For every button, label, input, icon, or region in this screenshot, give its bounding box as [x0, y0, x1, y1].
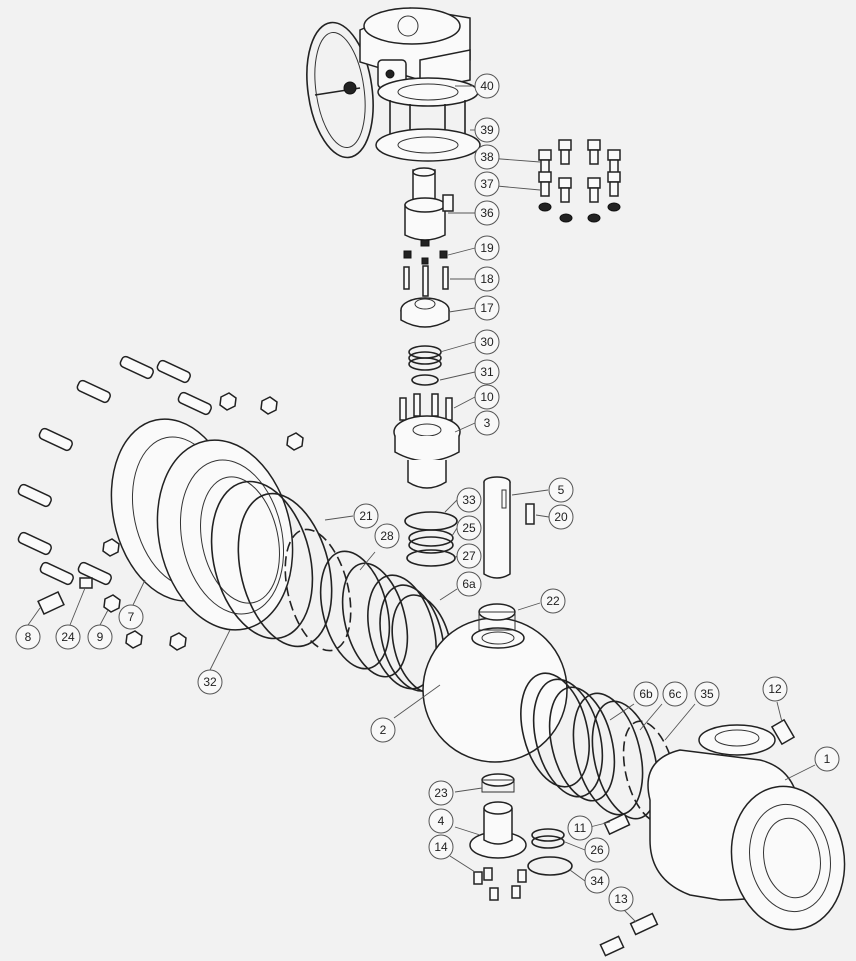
- left-studs: [17, 355, 304, 651]
- callout-11: 11: [567, 815, 593, 841]
- svg-text:24: 24: [61, 630, 75, 644]
- stem-5: [483, 476, 535, 579]
- svg-text:1: 1: [824, 752, 831, 766]
- svg-text:32: 32: [203, 675, 217, 689]
- callout-10: 10: [474, 384, 500, 410]
- callout-22: 22: [540, 588, 566, 614]
- svg-text:26: 26: [590, 843, 604, 857]
- svg-text:14: 14: [434, 840, 448, 854]
- callout-30: 30: [474, 329, 500, 355]
- callout-labels: 40 39 38 37 36 19 18 17 30 31 10 3 5 20 …: [15, 73, 840, 912]
- callout-3: 3: [474, 410, 500, 436]
- callout-40: 40: [474, 73, 500, 99]
- svg-text:37: 37: [480, 177, 494, 191]
- svg-text:13: 13: [614, 892, 628, 906]
- callout-6a: 6a: [456, 571, 482, 597]
- callout-19: 19: [474, 235, 500, 261]
- callout-25: 25: [456, 515, 482, 541]
- left-end-closure: [110, 418, 294, 631]
- svg-text:6b: 6b: [639, 687, 653, 701]
- svg-text:38: 38: [480, 150, 494, 164]
- callout-21: 21: [353, 503, 379, 529]
- svg-text:4: 4: [438, 814, 445, 828]
- callout-26: 26: [584, 837, 610, 863]
- callout-23: 23: [428, 780, 454, 806]
- callout-9: 9: [87, 624, 113, 650]
- callout-4: 4: [428, 808, 454, 834]
- bottom-trunnion: [469, 773, 573, 901]
- callout-38: 38: [474, 144, 500, 170]
- callout-8: 8: [15, 624, 41, 650]
- stem-adapter: [404, 167, 454, 247]
- valve-body-1: [603, 718, 846, 931]
- svg-text:30: 30: [480, 335, 494, 349]
- svg-text:12: 12: [768, 682, 782, 696]
- callout-31: 31: [474, 359, 500, 385]
- gland-plate: [400, 297, 450, 328]
- svg-text:3: 3: [484, 416, 491, 430]
- callout-6c: 6c: [662, 681, 688, 707]
- callout-39: 39: [474, 117, 500, 143]
- callout-18: 18: [474, 266, 500, 292]
- callout-34: 34: [584, 868, 610, 894]
- svg-text:35: 35: [700, 687, 714, 701]
- callout-20: 20: [548, 504, 574, 530]
- callout-17: 17: [474, 295, 500, 321]
- svg-text:6c: 6c: [669, 687, 682, 701]
- svg-text:2: 2: [380, 723, 387, 737]
- svg-text:36: 36: [480, 206, 494, 220]
- callout-6b: 6b: [633, 681, 659, 707]
- svg-text:6a: 6a: [462, 577, 476, 591]
- svg-text:33: 33: [462, 493, 476, 507]
- callout-1: 1: [814, 746, 840, 772]
- gear-operator: [306, 7, 471, 159]
- callout-13: 13: [608, 886, 634, 912]
- callout-33: 33: [456, 487, 482, 513]
- svg-text:21: 21: [359, 509, 373, 523]
- svg-text:18: 18: [480, 272, 494, 286]
- svg-text:17: 17: [480, 301, 494, 315]
- svg-text:31: 31: [480, 365, 494, 379]
- callout-5: 5: [548, 477, 574, 503]
- svg-text:8: 8: [25, 630, 32, 644]
- svg-text:20: 20: [554, 510, 568, 524]
- svg-text:22: 22: [546, 594, 560, 608]
- callout-12: 12: [762, 676, 788, 702]
- svg-text:40: 40: [480, 79, 494, 93]
- pins-19-18: [403, 250, 449, 297]
- svg-text:27: 27: [462, 549, 476, 563]
- callout-24: 24: [55, 624, 81, 650]
- fittings-13: [599, 912, 659, 957]
- callout-37: 37: [474, 171, 500, 197]
- callout-32: 32: [197, 669, 223, 695]
- svg-text:25: 25: [462, 521, 476, 535]
- callout-2: 2: [370, 717, 396, 743]
- callout-27: 27: [456, 543, 482, 569]
- mounting-bracket: [375, 77, 481, 162]
- callout-14: 14: [428, 834, 454, 860]
- bolt-set-38-37: [538, 139, 621, 223]
- svg-text:19: 19: [480, 241, 494, 255]
- svg-text:5: 5: [558, 483, 565, 497]
- callout-36: 36: [474, 200, 500, 226]
- callout-7: 7: [118, 604, 144, 630]
- svg-text:10: 10: [480, 390, 494, 404]
- callout-35: 35: [694, 681, 720, 707]
- svg-text:9: 9: [97, 630, 104, 644]
- ball-2: [422, 603, 568, 763]
- svg-text:34: 34: [590, 874, 604, 888]
- svg-text:7: 7: [128, 610, 135, 624]
- callout-28: 28: [374, 523, 400, 549]
- svg-text:39: 39: [480, 123, 494, 137]
- svg-text:28: 28: [380, 529, 394, 543]
- svg-text:11: 11: [574, 821, 587, 835]
- leader-lines: [27, 85, 816, 923]
- svg-text:23: 23: [434, 786, 448, 800]
- top-flange-3: [393, 393, 461, 489]
